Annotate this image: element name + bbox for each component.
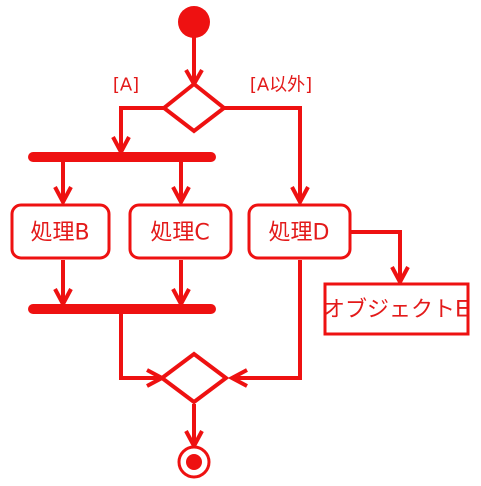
arrowhead-object-e: [390, 266, 410, 287]
edge-decision-to-process-d: [224, 106, 302, 202]
object-e-label: オブジェクトE: [323, 298, 469, 323]
process-b-node: 処理B: [10, 203, 111, 260]
process-d-label: 処理D: [269, 221, 330, 246]
initial-node: [178, 6, 210, 38]
edge-decision-to-fork: [119, 106, 164, 152]
decision-node: [160, 81, 228, 134]
fork-bar: [28, 152, 216, 162]
arrowhead-process-b: [53, 186, 73, 207]
arrowhead-process-d: [290, 186, 310, 207]
process-d-node: 処理D: [247, 203, 352, 260]
arrowhead-merge-right: [227, 368, 248, 388]
guard-a: [A]: [113, 75, 139, 96]
process-c-label: 処理C: [150, 221, 209, 246]
process-b-label: 処理B: [30, 221, 89, 246]
process-c-node: 処理C: [128, 203, 233, 260]
merge-node: [158, 351, 230, 405]
object-e-node: オブジェクトE: [323, 282, 470, 336]
join-bar: [28, 304, 216, 314]
edge-process-d-to-merge: [232, 260, 302, 380]
guard-not-a: [A以外]: [250, 75, 312, 96]
arrowhead-process-c: [171, 186, 191, 207]
final-node: [177, 445, 211, 479]
edge-join-to-merge: [119, 313, 162, 380]
edge-process-d-to-object-e: [350, 230, 402, 282]
